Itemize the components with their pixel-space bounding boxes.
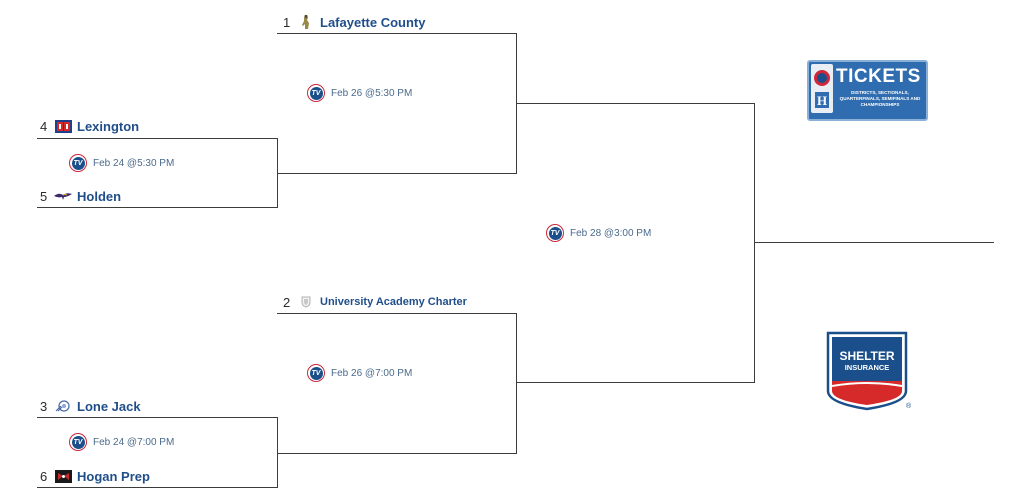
tv-broadcast-icon: TV [546,224,564,242]
team-name: Hogan Prep [77,468,150,484]
seed-number: 1 [283,14,291,30]
team-university-academy-charter[interactable]: 2 University Academy Charter [283,292,467,312]
lone-jack-logo-icon [54,398,72,414]
game-link-final[interactable]: TV Feb 28 @3:00 PM [546,223,651,243]
team-hogan-prep[interactable]: 6 Hogan Prep [40,466,150,486]
seed-number: 2 [283,294,291,310]
game-time: Feb 26 @7:00 PM [331,367,413,379]
bracket-line [754,242,994,243]
bracket-line [277,173,516,174]
bracket-line [516,313,517,454]
lexington-logo-icon [54,118,72,134]
game-link-round1-b[interactable]: TV Feb 24 @7:00 PM [69,432,174,452]
game-link-semifinal-a[interactable]: TV Feb 26 @5:30 PM [307,83,412,103]
team-name: Lexington [77,118,140,134]
team-name: Lafayette County [320,14,426,30]
game-time: Feb 26 @5:30 PM [331,87,413,99]
game-time: Feb 24 @5:30 PM [93,157,175,169]
team-holden[interactable]: 5 Holden [40,186,121,206]
seed-number: 4 [40,118,48,134]
bracket-line [277,417,278,488]
game-time: Feb 24 @7:00 PM [93,436,175,448]
bracket-line [37,487,277,488]
tv-broadcast-icon: TV [307,364,325,382]
holden-eagle-logo-icon [54,188,72,204]
bracket-line [277,33,516,34]
bracket-line [37,207,277,208]
seed-number: 6 [40,468,48,484]
mshsaa-h-badge-icon: H [817,93,827,108]
game-link-round1-a[interactable]: TV Feb 24 @5:30 PM [69,153,174,173]
bracket-line [516,382,754,383]
team-lone-jack[interactable]: 3 Lone Jack [40,396,141,416]
game-link-semifinal-b[interactable]: TV Feb 26 @7:00 PM [307,363,412,383]
shelter-line1: SHELTER [839,349,894,363]
team-name: Holden [77,188,122,204]
tickets-stub: H [811,64,833,113]
team-lafayette-county[interactable]: 1 Lafayette County [283,12,425,32]
team-lexington[interactable]: 4 Lexington [40,116,139,136]
tv-broadcast-icon: TV [307,84,325,102]
university-academy-logo-icon [297,294,315,310]
bracket-line [37,138,277,139]
bracket-line [754,103,755,383]
tickets-ad-title: TICKETS [836,66,921,87]
tickets-ad-subtitle: DISTRICTS, SECTIONALS, QUARTERFINALS, SE… [839,90,921,107]
seed-number: 3 [40,398,48,414]
hogan-prep-logo-icon [54,468,72,484]
bracket-line [277,313,516,314]
tv-broadcast-icon: TV [69,433,87,451]
tickets-ad-banner[interactable]: H TICKETS DISTRICTS, SECTIONALS, QUARTER… [807,60,928,121]
shelter-insurance-ad[interactable]: SHELTER INSURANCE ® [826,331,912,411]
game-time: Feb 28 @3:00 PM [570,227,652,239]
team-name: Lone Jack [77,398,141,414]
team-name: University Academy Charter [320,296,467,308]
lafayette-county-logo-icon [297,14,315,30]
shelter-insurance-logo-icon: SHELTER INSURANCE ® [826,331,912,411]
shelter-line2: INSURANCE [845,363,890,372]
bracket-line [277,453,516,454]
seed-number: 5 [40,188,48,204]
registered-mark: ® [906,402,912,410]
tv-broadcast-icon: TV [69,154,87,172]
bracket-line [37,417,277,418]
bracket-line [516,103,754,104]
